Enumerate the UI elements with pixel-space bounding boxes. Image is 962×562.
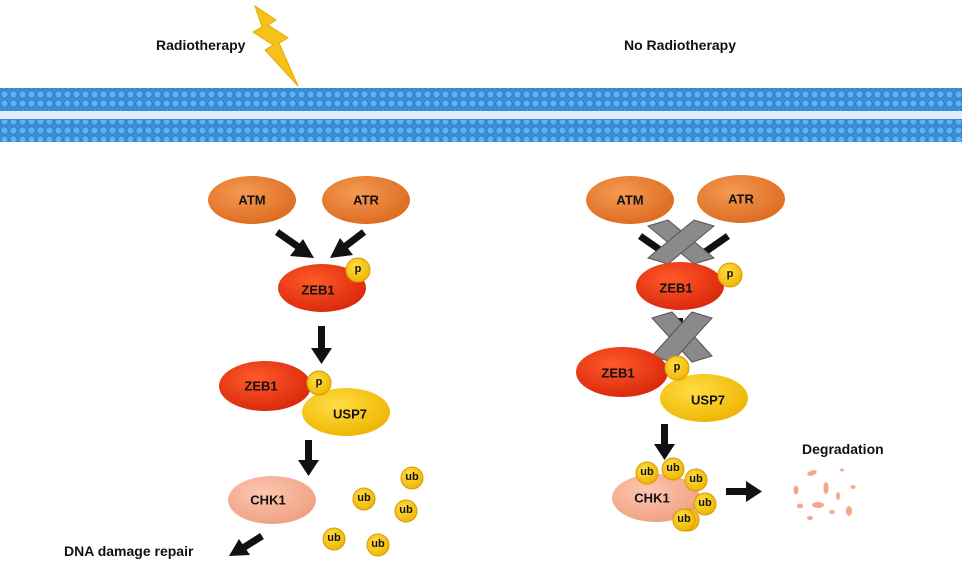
atm-label: ATM: [238, 193, 265, 208]
ubiquitin: [684, 468, 708, 492]
arrow-to-dna-repair: [229, 533, 264, 556]
dna-repair-label: DNA damage repair: [64, 543, 194, 559]
ubiquitin-label: ub: [666, 462, 680, 474]
usp7-protein: [660, 374, 748, 422]
phospho-complex-label: p: [674, 361, 681, 373]
degradation-fragments: [793, 468, 856, 520]
radiation-lightning-icon: [252, 4, 299, 87]
ubiquitin: [672, 508, 696, 532]
ubiquitin: [400, 466, 424, 490]
usp7-label: USP7: [333, 407, 367, 422]
zeb1-complex-protein: [576, 347, 668, 397]
ubiquitin: [635, 461, 659, 485]
blocked-arrow-stub: [703, 233, 730, 255]
left-panel-title: Radiotherapy: [156, 37, 246, 53]
ubiquitin: [394, 499, 418, 523]
arrow-atr-to-zeb1: [330, 229, 367, 258]
chk1-label: CHK1: [634, 491, 669, 506]
zeb1-protein: [278, 264, 366, 312]
zeb1-complex-label: ZEB1: [244, 379, 277, 394]
left-panel: ATM ATR ZEB1 p USP7 ZEB1 p: [64, 176, 424, 559]
atm-protein: [208, 176, 296, 224]
chk1-protein: [612, 474, 700, 522]
ubiquitin-label: ub: [405, 471, 419, 483]
ubiquitin-label: ub: [357, 492, 371, 504]
inhibition-x-icon: [646, 219, 716, 265]
arrow-to-degradation: [726, 481, 762, 502]
zeb1-protein: [636, 262, 724, 310]
atr-protein: [322, 176, 410, 224]
right-panel: ATM ATR ZEB1 p USP7 ZEB1 p: [576, 175, 884, 532]
arrow-zeb1-to-complex: [311, 326, 332, 364]
arrow-atm-to-zeb1: [275, 229, 314, 258]
zeb1-complex-label: ZEB1: [601, 366, 634, 381]
ubiquitin-label: ub: [689, 473, 703, 485]
inhibition-x-icon: [651, 311, 713, 363]
phospho-label: p: [355, 263, 362, 275]
phospho-group: [717, 262, 743, 288]
ubiquitin-label: ub: [677, 513, 691, 525]
usp7-label: USP7: [691, 393, 725, 408]
atm-label: ATM: [616, 193, 643, 208]
phospho-complex-group: [664, 355, 690, 381]
atr-label: ATR: [728, 192, 754, 207]
ubiquitin-label: ub: [640, 466, 654, 478]
phospho-complex-label: p: [316, 376, 323, 388]
cell-membrane: [0, 88, 962, 142]
phospho-group: [345, 257, 371, 283]
atr-label: ATR: [353, 193, 379, 208]
ubiquitin: [693, 492, 717, 516]
ubiquitin-label: ub: [327, 532, 341, 544]
zeb1-complex-protein: [219, 361, 311, 411]
ubiquitin-label: ub: [371, 538, 385, 550]
ubiquitin: [366, 533, 390, 557]
phospho-complex-group: [306, 370, 332, 396]
chk1-label: CHK1: [250, 493, 285, 508]
phospho-label: p: [727, 268, 734, 280]
ubiquitin: [661, 457, 685, 481]
right-panel-title: No Radiotherapy: [624, 37, 736, 53]
atm-protein: [586, 176, 674, 224]
zeb1-label: ZEB1: [659, 281, 692, 296]
arrow-complex-to-chk1: [654, 424, 675, 460]
ubiquitin-label: ub: [399, 504, 413, 516]
zeb1-label: ZEB1: [301, 283, 334, 298]
usp7-protein: [302, 388, 390, 436]
degradation-label: Degradation: [802, 441, 884, 457]
chk1-protein: [228, 476, 316, 524]
ubiquitin-label: ub: [698, 497, 712, 509]
arrow-complex-to-chk1: [298, 440, 319, 476]
ubiquitin: [322, 527, 346, 551]
ubiquitin: [352, 487, 376, 511]
atr-protein: [697, 175, 785, 223]
